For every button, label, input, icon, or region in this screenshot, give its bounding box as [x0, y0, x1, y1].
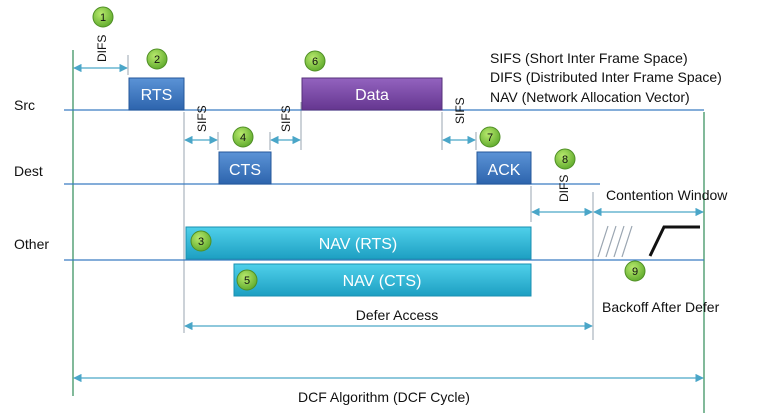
svg-text:4: 4: [240, 132, 246, 144]
step-badge-9: 9: [624, 260, 646, 282]
svg-text:8: 8: [562, 154, 568, 166]
backoff-slots-icon: [597, 225, 633, 258]
legend-sifs: SIFS (Short Inter Frame Space): [490, 50, 688, 66]
sifs-3-label: SIFS: [453, 97, 467, 124]
sifs-1-label: SIFS: [195, 105, 209, 132]
gap-arrows: [73, 63, 704, 383]
nav-rts-label: NAV (RTS): [319, 236, 398, 253]
rts-label: RTS: [141, 87, 173, 104]
svg-text:2: 2: [154, 54, 160, 66]
nav-cts-bar: [233, 263, 532, 297]
svg-text:5: 5: [244, 275, 250, 287]
svg-text:9: 9: [632, 266, 638, 278]
svg-text:6: 6: [312, 56, 318, 68]
nav-rts-bar: [185, 226, 532, 260]
row-label-dest: Dest: [14, 163, 43, 179]
backoff-step-line: [648, 225, 700, 257]
row-label-other: Other: [14, 236, 49, 252]
contention-window-label: Contention Window: [606, 187, 728, 203]
step-badge-4: 4: [232, 126, 254, 148]
step-badges: 1 2 3 4 5 6 7 8 9: [92, 6, 646, 291]
data-label: Data: [355, 87, 389, 104]
svg-text:7: 7: [487, 132, 493, 144]
row-label-src: Src: [14, 97, 35, 113]
svg-text:1: 1: [100, 12, 106, 24]
svg-text:3: 3: [198, 236, 204, 248]
cts-label: CTS: [229, 162, 261, 179]
step-badge-5: 5: [236, 269, 258, 291]
cts-frame: [218, 151, 272, 185]
defer-access-label: Defer Access: [356, 307, 438, 323]
step-badge-1: 1: [92, 6, 114, 28]
nav-cts-label: NAV (CTS): [343, 273, 422, 290]
legend-difs: DIFS (Distributed Inter Frame Space): [490, 69, 722, 85]
legend-nav: NAV (Network Allocation Vector): [490, 89, 690, 105]
step-badge-3: 3: [190, 230, 212, 252]
step-badge-8: 8: [554, 148, 576, 170]
step-badge-7: 7: [479, 126, 501, 148]
dcf-cycle-label: DCF Algorithm (DCF Cycle): [298, 389, 470, 405]
ack-label: ACK: [488, 162, 521, 179]
difs-2-label: DIFS: [557, 175, 571, 202]
sifs-2-label: SIFS: [279, 105, 293, 132]
rts-frame: [128, 77, 185, 111]
ack-frame: [476, 151, 532, 185]
data-frame: [301, 77, 443, 111]
backoff-label: Backoff After Defer: [602, 299, 720, 315]
difs-1-label: DIFS: [95, 35, 109, 62]
step-badge-2: 2: [146, 48, 168, 70]
step-badge-6: 6: [304, 50, 326, 72]
